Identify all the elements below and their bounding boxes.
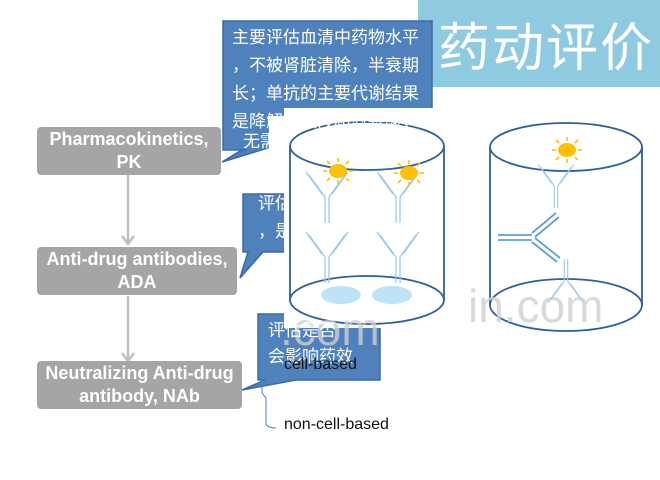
flow-arrow-ada-nab xyxy=(121,296,135,364)
callout-line: 无需进一步 xyxy=(243,132,289,152)
callout-pk-text: 主要评估血清中药物水平 ，不被肾脏清除，半衰期 长；单抗的主要代谢结果 是降解为… xyxy=(232,24,432,132)
callout-line: ，不被肾脏清除，半衰期 xyxy=(232,56,419,76)
callout-ada-text: 评估 ，是 xyxy=(258,190,288,246)
bracket-connector xyxy=(261,380,277,429)
watermark-left: .com xyxy=(280,303,380,355)
non-cell-based-label: non-cell-based xyxy=(284,416,389,433)
well-2 xyxy=(372,286,412,304)
callout-line: 评估 xyxy=(258,194,288,214)
flow-step-nab: Neutralizing Anti-drug antibody, NAb xyxy=(37,361,242,409)
callout-line: 评估是否 xyxy=(268,321,336,341)
flow-step-label: ADA xyxy=(117,272,157,292)
callout-line: 会影响药效 xyxy=(268,347,353,367)
callout-line: 主要评估血清中药物水平 xyxy=(232,28,419,48)
watermark-right: in.com xyxy=(468,280,603,332)
flow-step-label: antibody, NAb xyxy=(79,386,200,406)
callout-line: ，是 xyxy=(258,222,288,242)
flow-arrow-pk-ada xyxy=(121,175,135,247)
flow-step-label: Neutralizing Anti-drug xyxy=(45,363,234,383)
flow-step-label: PK xyxy=(116,152,142,172)
callout-line: 长；单抗的主要代谢结果 xyxy=(232,84,419,104)
well-1 xyxy=(321,286,361,304)
flow-step-pk: Pharmacokinetics, PK xyxy=(37,127,221,175)
cylinder-non-cell-based xyxy=(489,122,643,332)
callout-line: 是降解为肽段和氨基酸， xyxy=(232,112,419,132)
cell-based-label: cell-based xyxy=(284,356,357,373)
cylinder-cell-based xyxy=(289,121,445,325)
callout-pk-shape xyxy=(221,20,433,163)
anti-drug-antibody-icon xyxy=(498,212,561,263)
sun-label-icon xyxy=(551,136,583,164)
page-title: 药动评价 xyxy=(438,19,655,79)
cylinder-1-backdrop xyxy=(284,108,452,328)
title-banner: 药动评价 xyxy=(418,0,660,87)
flow-step-label: Pharmacokinetics, xyxy=(49,129,209,149)
flow-step-ada: Anti-drug antibodies, ADA xyxy=(37,247,237,295)
callout-nab-text: 评估是否 会影响药效 xyxy=(268,318,378,370)
flow-step-label: Anti-drug antibodies, xyxy=(46,249,228,269)
callout-pk-text-tail: 无需进一步 xyxy=(243,128,289,156)
